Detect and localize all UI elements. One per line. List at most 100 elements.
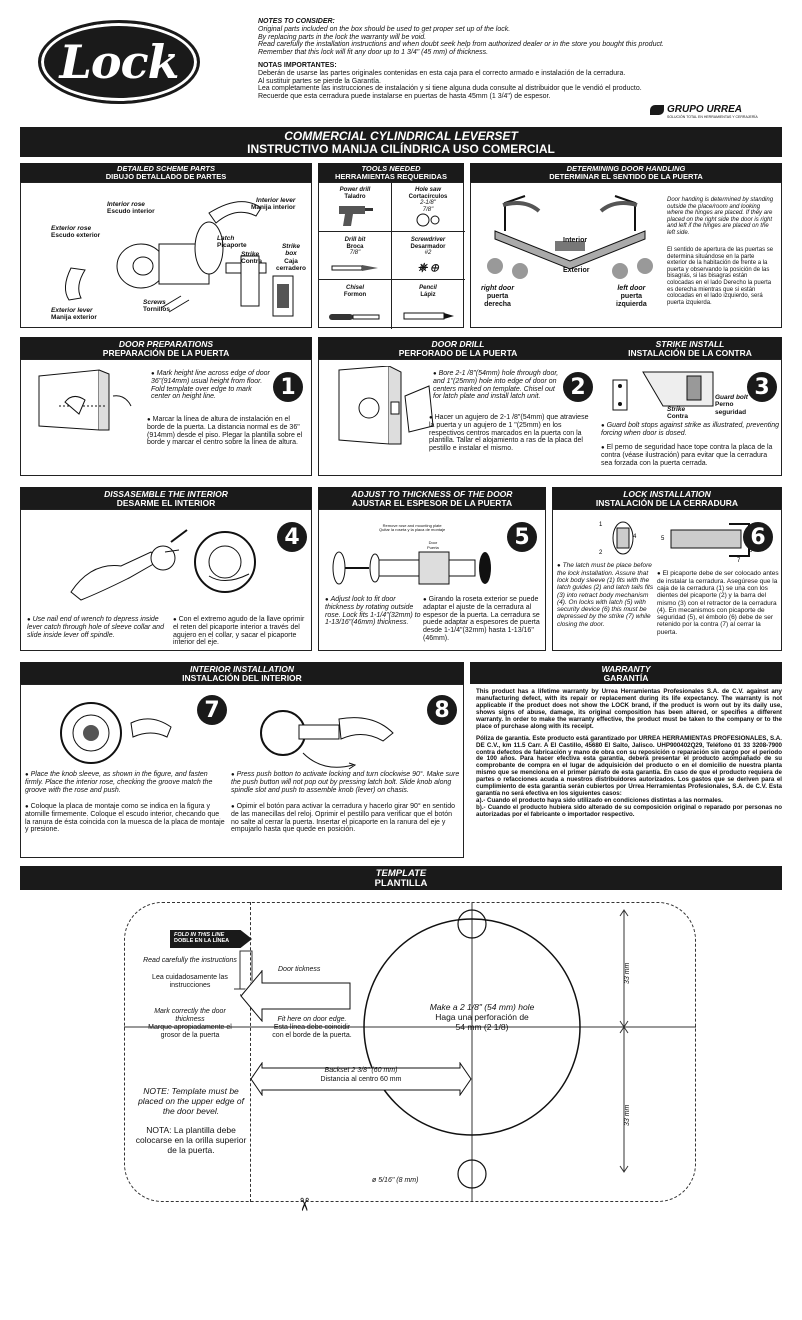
step7-number: 7 [197, 695, 227, 725]
parts-header: DETAILED SCHEME PARTS DIBUJO DETALLADO D… [20, 163, 312, 182]
wrench-hand-illustration [70, 529, 188, 601]
strike-en-label: Strike [667, 406, 686, 413]
warranty-h2: GARANTÍA [603, 672, 649, 683]
step4-h2: DESARME EL INTERIOR [116, 497, 216, 508]
handling-text-es: El sentido de apertura de las puertas se… [667, 247, 774, 306]
left-door-en: left door [617, 285, 646, 292]
chisel-es: Formon [343, 291, 367, 298]
exterior-lever-en: Exterior lever [51, 307, 93, 314]
latch-install-illustration: 1 2 3 4 5 7 6 [599, 521, 753, 564]
bit-en: Drill bit [344, 237, 366, 243]
step6-h2: INSTALACIÓN DE LA CERRADURA [595, 497, 739, 508]
left-door-es1: puerta [620, 292, 643, 300]
warranty-body: This product has a lifetime warranty by … [476, 688, 782, 819]
step2-3-panel: 2 Bore 2-1 /8"(54mm) hole through door, … [318, 359, 782, 476]
step8-text-en: Press push botton to activate locking an… [231, 771, 461, 794]
logo-text: Lock [59, 35, 180, 89]
guard-bolt-en: Guard bolt [715, 394, 748, 401]
step3-number: 3 [747, 372, 777, 402]
notes-es: NOTAS IMPORTANTES: Deberán de usarse las… [258, 62, 778, 101]
template-dashed-border [124, 902, 696, 1202]
step8-number: 8 [427, 695, 457, 725]
backset-arrow [250, 1062, 472, 1096]
step2-h2: PERFORADO DE LA PUERTA [398, 347, 518, 358]
diag-remove-en: Remove rose and mounting plate [382, 523, 442, 528]
step6-text-en: The latch must be place before the lock … [557, 562, 655, 628]
step5-header: ADJUST TO THICKNESS OF THE DOOR AJUSTAR … [318, 487, 546, 509]
strike-illustration [612, 371, 714, 411]
step3-header: STRIKE INSTALL INSTALACIÓN DE LA CONTRA [598, 337, 782, 359]
step1-panel: 1 Mark height line across edge of door 3… [20, 359, 312, 476]
exterior-lever-es: Manija exterior [51, 314, 97, 322]
lever-assembly-illustration [260, 710, 394, 770]
step8-text-es: Opimir el botón para activar la cerradur… [231, 803, 461, 834]
tools-header: TOOLS NEEDED HERRAMIENTAS REQUERIDAS [318, 163, 464, 182]
warranty-case-a: a).- Cuando el producto haya sido utiliz… [476, 797, 723, 805]
hole-en: Make a 2 1/8" (54 mm) hole [429, 1002, 535, 1012]
notes-en: NOTES TO CONSIDER: Original parts includ… [258, 18, 778, 57]
step4-text-es: Con el extremo agudo de la llave oprimir… [173, 616, 311, 647]
step7-h2: INSTALACIÓN DEL INTERIOR [182, 672, 302, 683]
main-title-es: INSTRUCTIVO MANIJA CILÍNDRICA USO COMERC… [247, 141, 555, 156]
notes-es-line: Recuerde que esta cerradura puede instal… [258, 93, 551, 101]
step1-h2: PREPARACIÓN DE LA PUERTA [102, 347, 230, 358]
fold-line [250, 902, 251, 1202]
notes-es-line: Deberán de usarse las partes originales … [258, 69, 626, 77]
screws-en: Screws [143, 299, 166, 306]
fit-es: Esta línea debe coincidir con el borde d… [272, 1024, 352, 1039]
chisel-en: Chisel [345, 285, 364, 291]
lock-logo: Lock [38, 20, 200, 104]
screwdriver-icon: ⎈ ⊕ [417, 259, 439, 274]
step5-h2: AJUSTAR EL ESPESOR DE LA PUERTA [351, 497, 513, 508]
handling-header: DETERMINING DOOR HANDLING DETERMINAR EL … [470, 163, 782, 182]
exterior-rose-en: Exterior rose [51, 225, 92, 232]
step6-header: LOCK INSTALLATION INSTALACIÓN DE LA CERR… [552, 487, 782, 509]
warranty-header: WARRANTY GARANTÍA [470, 662, 782, 684]
lock-parts-illustration [65, 201, 294, 317]
step4-text-en: Use nail end of wrench to depress inside… [27, 616, 167, 639]
fit-en: Fit here on door edge. [277, 1016, 347, 1023]
step6-number: 6 [743, 522, 773, 552]
mark-en: Mark correctly the door thickness [154, 1008, 226, 1023]
drill-bit-icon [331, 264, 378, 271]
holesaw-size2: 7/8" [422, 206, 434, 213]
notes-es-line: Al sustituir partes se pierde la Garantí… [258, 77, 381, 85]
step1-header: DOOR PREPARATIONS PREPARACIÓN DE LA PUER… [20, 337, 312, 359]
handling-interior: Interior [563, 237, 588, 244]
holesaw-size1: 2-1/8" [420, 200, 436, 207]
handling-h2: DETERMINAR EL SENTIDO DE LA PUERTA [549, 171, 703, 181]
scissors-icon: ✂ [293, 1196, 315, 1213]
handling-exterior: Exterior [563, 267, 590, 274]
interior-rose-en: Interior rose [107, 201, 145, 208]
notes-en-line: Original parts included on the box shoul… [258, 25, 511, 33]
notes-en-line: By replacing parts in the lock the warra… [258, 33, 427, 41]
step6-panel: 1 2 3 4 5 7 6 6 The latch must be place … [552, 509, 782, 651]
mark-es: Marque apropiadamente el grosor de la pu… [148, 1024, 232, 1039]
knob-sleeve-illustration [60, 702, 172, 764]
step1-text-en: Mark height line across edge of door 36"… [151, 370, 271, 401]
interior-rose-es: Escudo interior [107, 208, 155, 216]
holesaw-es: Cortacírculos [408, 193, 448, 200]
bit-size: 7/8" [349, 250, 361, 257]
diag-remove-es: Quitar la roseta y la placa de montaje [379, 527, 446, 533]
holesaw-en: Hole saw [414, 187, 441, 193]
hole-es2: 54 mm (2 1/8) [455, 1022, 509, 1032]
right-door-es2: derecha [484, 300, 511, 308]
door-thickness-arrow-outline [240, 970, 351, 1022]
sleeve-collar-illustration [194, 531, 256, 593]
warranty-text-en: This product has a lifetime warranty by … [476, 688, 782, 730]
svg-text:1: 1 [599, 522, 603, 528]
drill-icon [339, 206, 373, 227]
step1-h1: DOOR PREPARATIONS [118, 339, 214, 349]
contra-es-label: Contra [667, 413, 688, 421]
pencil-es: Lápiz [420, 291, 436, 298]
step7-8-panel: 7 Place the knob sleeve, as shown in the… [20, 684, 464, 858]
step5-h1: ADJUST TO THICKNESS OF THE DOOR [351, 489, 513, 499]
notes-es-title: NOTAS IMPORTANTES: [258, 62, 337, 69]
